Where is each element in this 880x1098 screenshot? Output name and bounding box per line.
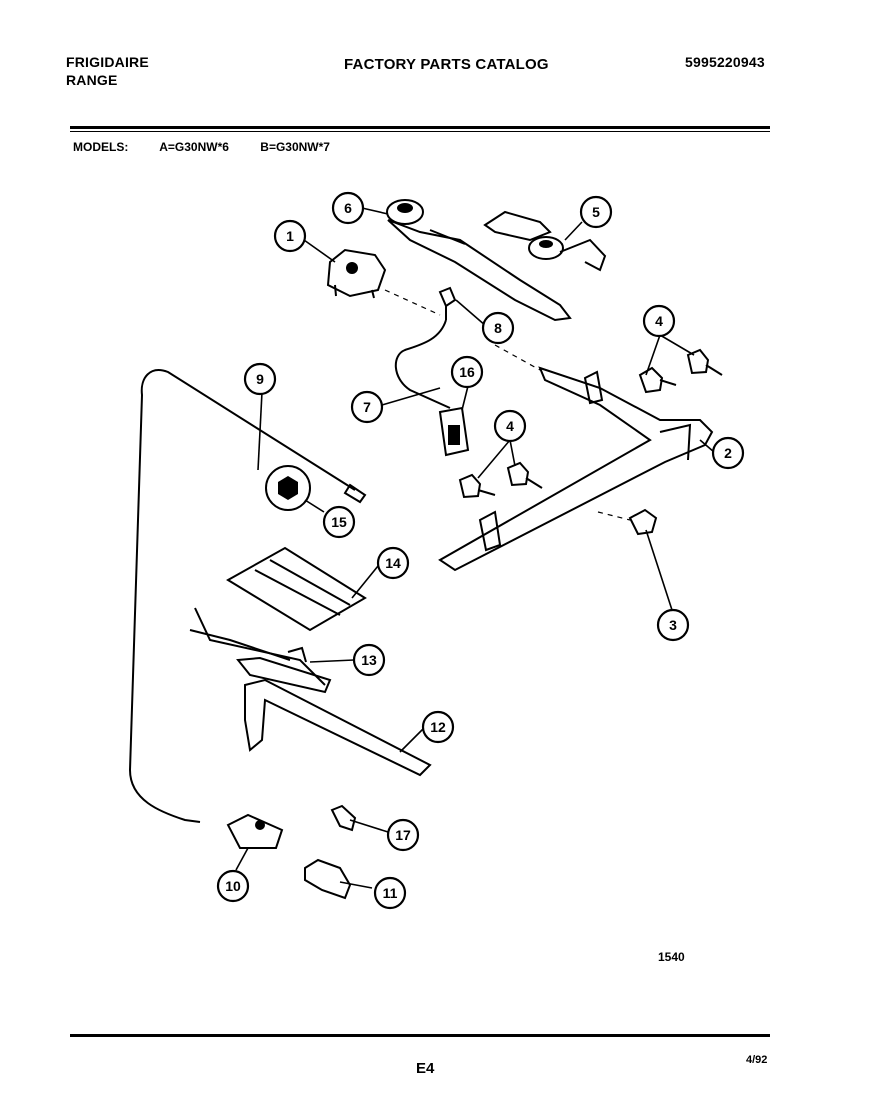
svg-text:7: 7 bbox=[363, 399, 371, 415]
part-6-burner-head bbox=[386, 199, 572, 322]
svg-text:11: 11 bbox=[383, 885, 398, 901]
callout-2: 2 bbox=[711, 436, 745, 470]
footer-rule bbox=[70, 1034, 770, 1037]
svg-text:8: 8 bbox=[494, 320, 502, 336]
part-15-nut bbox=[265, 465, 311, 511]
part-7-tube bbox=[394, 319, 451, 409]
svg-text:17: 17 bbox=[395, 827, 411, 843]
svg-text:4: 4 bbox=[655, 313, 663, 329]
part-5-burner-head bbox=[483, 210, 607, 272]
part-14-shield bbox=[226, 546, 367, 632]
svg-text:10: 10 bbox=[225, 878, 241, 894]
product-type: RANGE bbox=[66, 72, 118, 88]
part-10-clamp bbox=[226, 813, 284, 849]
callout-11: 11 bbox=[373, 876, 407, 910]
svg-text:13: 13 bbox=[361, 652, 377, 668]
brand-name: FRIGIDAIRE bbox=[66, 54, 149, 70]
page-number: E4 bbox=[416, 1060, 435, 1077]
catalog-title: FACTORY PARTS CATALOG bbox=[344, 56, 549, 73]
part-17-clip bbox=[330, 804, 357, 832]
callout-4-upper: 4 bbox=[642, 304, 676, 338]
figure-number: 1540 bbox=[658, 950, 685, 964]
header-rule-thin bbox=[70, 131, 770, 132]
model-b: B=G30NW*7 bbox=[260, 140, 330, 154]
callout-9: 9 bbox=[243, 362, 277, 396]
callout-4-lower: 4 bbox=[493, 409, 527, 443]
callout-14: 14 bbox=[376, 546, 410, 580]
models-label: MODELS: bbox=[73, 140, 129, 154]
callout-13: 13 bbox=[352, 643, 386, 677]
callout-10: 10 bbox=[216, 869, 250, 903]
svg-text:4: 4 bbox=[506, 418, 514, 434]
svg-text:1: 1 bbox=[286, 228, 294, 244]
leader-lines bbox=[235, 207, 715, 889]
svg-text:9: 9 bbox=[256, 371, 264, 387]
part-2-manifold bbox=[438, 344, 714, 572]
svg-text:6: 6 bbox=[344, 200, 352, 216]
callout-17: 17 bbox=[386, 818, 420, 852]
part-9-tube bbox=[128, 369, 367, 823]
callout-15: 15 bbox=[322, 505, 356, 539]
part-1-valve bbox=[326, 248, 387, 299]
svg-text:12: 12 bbox=[430, 719, 446, 735]
part-3-clip bbox=[597, 508, 658, 536]
svg-text:5: 5 bbox=[592, 204, 600, 220]
revision-date: 4/92 bbox=[746, 1054, 768, 1066]
callout-16: 16 bbox=[450, 355, 484, 389]
catalog-number: 5995220943 bbox=[685, 54, 765, 70]
part-11-bracket bbox=[304, 858, 352, 900]
callout-1: 1 bbox=[273, 219, 307, 253]
svg-text:14: 14 bbox=[385, 555, 401, 571]
svg-text:3: 3 bbox=[669, 617, 677, 633]
part-12-bracket bbox=[244, 678, 432, 777]
svg-text:15: 15 bbox=[331, 514, 347, 530]
part-16-box bbox=[438, 406, 470, 457]
callout-7: 7 bbox=[350, 390, 384, 424]
models-line: MODELS: A=G30NW*6 B=G30NW*7 bbox=[73, 140, 358, 154]
part-4-valves-lower bbox=[458, 461, 543, 499]
svg-text:2: 2 bbox=[724, 445, 732, 461]
callout-3: 3 bbox=[656, 608, 690, 642]
svg-text:16: 16 bbox=[459, 364, 475, 380]
header-rule bbox=[70, 126, 770, 129]
callout-12: 12 bbox=[421, 710, 455, 744]
callout-5: 5 bbox=[579, 195, 613, 229]
part-13-igniter bbox=[189, 607, 332, 694]
part-4-valves-upper bbox=[638, 348, 723, 394]
callout-8: 8 bbox=[481, 311, 515, 345]
model-a: A=G30NW*6 bbox=[159, 140, 229, 154]
callout-6: 6 bbox=[331, 191, 365, 225]
part-8-fitting bbox=[438, 286, 457, 320]
